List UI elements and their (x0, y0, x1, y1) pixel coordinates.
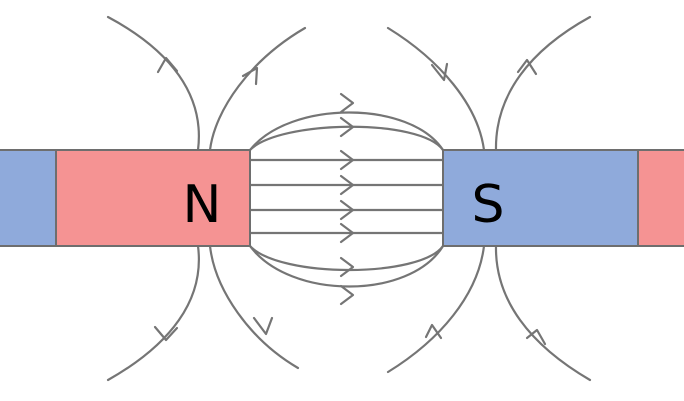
arrow-right-icon (339, 149, 355, 171)
straight-field-lines (248, 158, 445, 235)
north-pole-label: N (183, 175, 222, 235)
right-magnet: S (442, 149, 684, 247)
left-magnet-south-segment (0, 149, 57, 247)
field-line-arc-top-2 (248, 125, 445, 152)
arrow-right-icon (339, 174, 355, 196)
field-line-arc-top-1 (248, 111, 445, 152)
field-line-n-top-right (208, 26, 307, 152)
arrow-right-icon (339, 199, 355, 221)
field-line-n-top-left (106, 15, 200, 152)
arrow-down-right-icon (430, 62, 449, 82)
arrow-up-icon (156, 56, 179, 74)
inner-arrowheads (339, 92, 355, 306)
arrow-down-icon (153, 325, 179, 342)
arrow-right-icon (339, 256, 355, 278)
field-line-s-top-left (386, 26, 486, 152)
arrow-right-icon (339, 116, 355, 138)
curved-field-lines (248, 111, 445, 288)
arrow-up-icon (525, 328, 547, 346)
arrow-up-right-icon (241, 66, 259, 86)
field-line-n-bottom-right (208, 244, 300, 370)
left-magnet: N (0, 149, 251, 247)
field-line-s-top-right (494, 15, 592, 152)
field-line-s-bottom-right (494, 244, 592, 382)
right-magnet-north-segment (637, 149, 684, 247)
arrow-up-icon (424, 323, 443, 340)
field-line-s-bottom-left (386, 244, 486, 374)
arrow-right-icon (339, 222, 355, 244)
arrow-down-right-icon (252, 316, 274, 336)
arrow-right-icon (339, 92, 355, 114)
arrow-right-icon (339, 284, 355, 306)
field-line-n-bottom-left (106, 244, 200, 382)
north-outer-field-lines (106, 15, 307, 382)
south-outer-field-lines (386, 15, 592, 382)
right-magnet-south-segment (442, 149, 639, 247)
left-magnet-north-segment (55, 149, 251, 247)
outer-arrowheads (153, 56, 547, 346)
arrow-down-icon (516, 58, 538, 76)
south-pole-label: S (471, 175, 504, 235)
field-line-arc-bottom-2 (248, 244, 445, 271)
field-line-arc-bottom-1 (248, 244, 445, 288)
